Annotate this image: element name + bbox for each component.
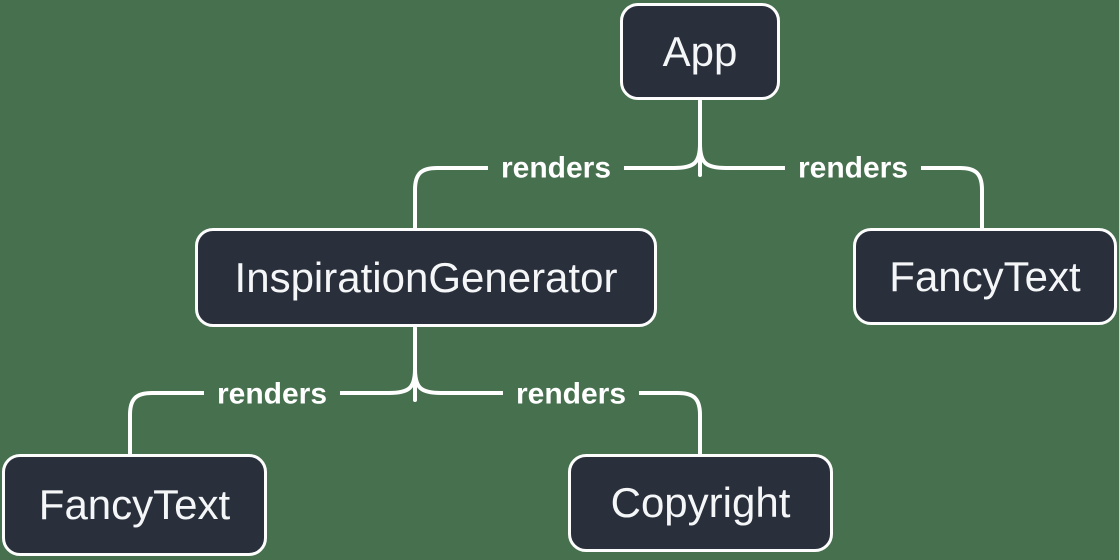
node-copyright: Copyright bbox=[568, 454, 833, 552]
node-fancy-text-bottom: FancyText bbox=[2, 454, 267, 556]
edge-inspiration-generator-to-fancy-text bbox=[128, 367, 417, 456]
edge-label-renders-ig-left: renders bbox=[203, 375, 341, 413]
edge-app-to-fancy-text bbox=[698, 142, 984, 230]
node-fancy-text-bottom-label: FancyText bbox=[38, 481, 231, 528]
node-inspiration-generator-label: InspirationGenerator bbox=[234, 253, 618, 301]
node-fancy-text-top: FancyText bbox=[853, 228, 1117, 325]
edge-label-renders-app-left: renders bbox=[487, 149, 625, 187]
node-fancy-text-top-label: FancyText bbox=[889, 252, 1081, 300]
node-app-label: App bbox=[662, 27, 738, 75]
node-copyright-label: Copyright bbox=[610, 479, 791, 526]
edge-app-to-inspiration-generator bbox=[413, 142, 702, 230]
node-app: App bbox=[620, 3, 780, 100]
edge-inspiration-generator-to-copyright bbox=[413, 367, 702, 456]
edge-label-renders-ig-right: renders bbox=[502, 375, 640, 413]
node-inspiration-generator: InspirationGenerator bbox=[195, 228, 657, 327]
edge-label-renders-app-right: renders bbox=[784, 149, 922, 187]
